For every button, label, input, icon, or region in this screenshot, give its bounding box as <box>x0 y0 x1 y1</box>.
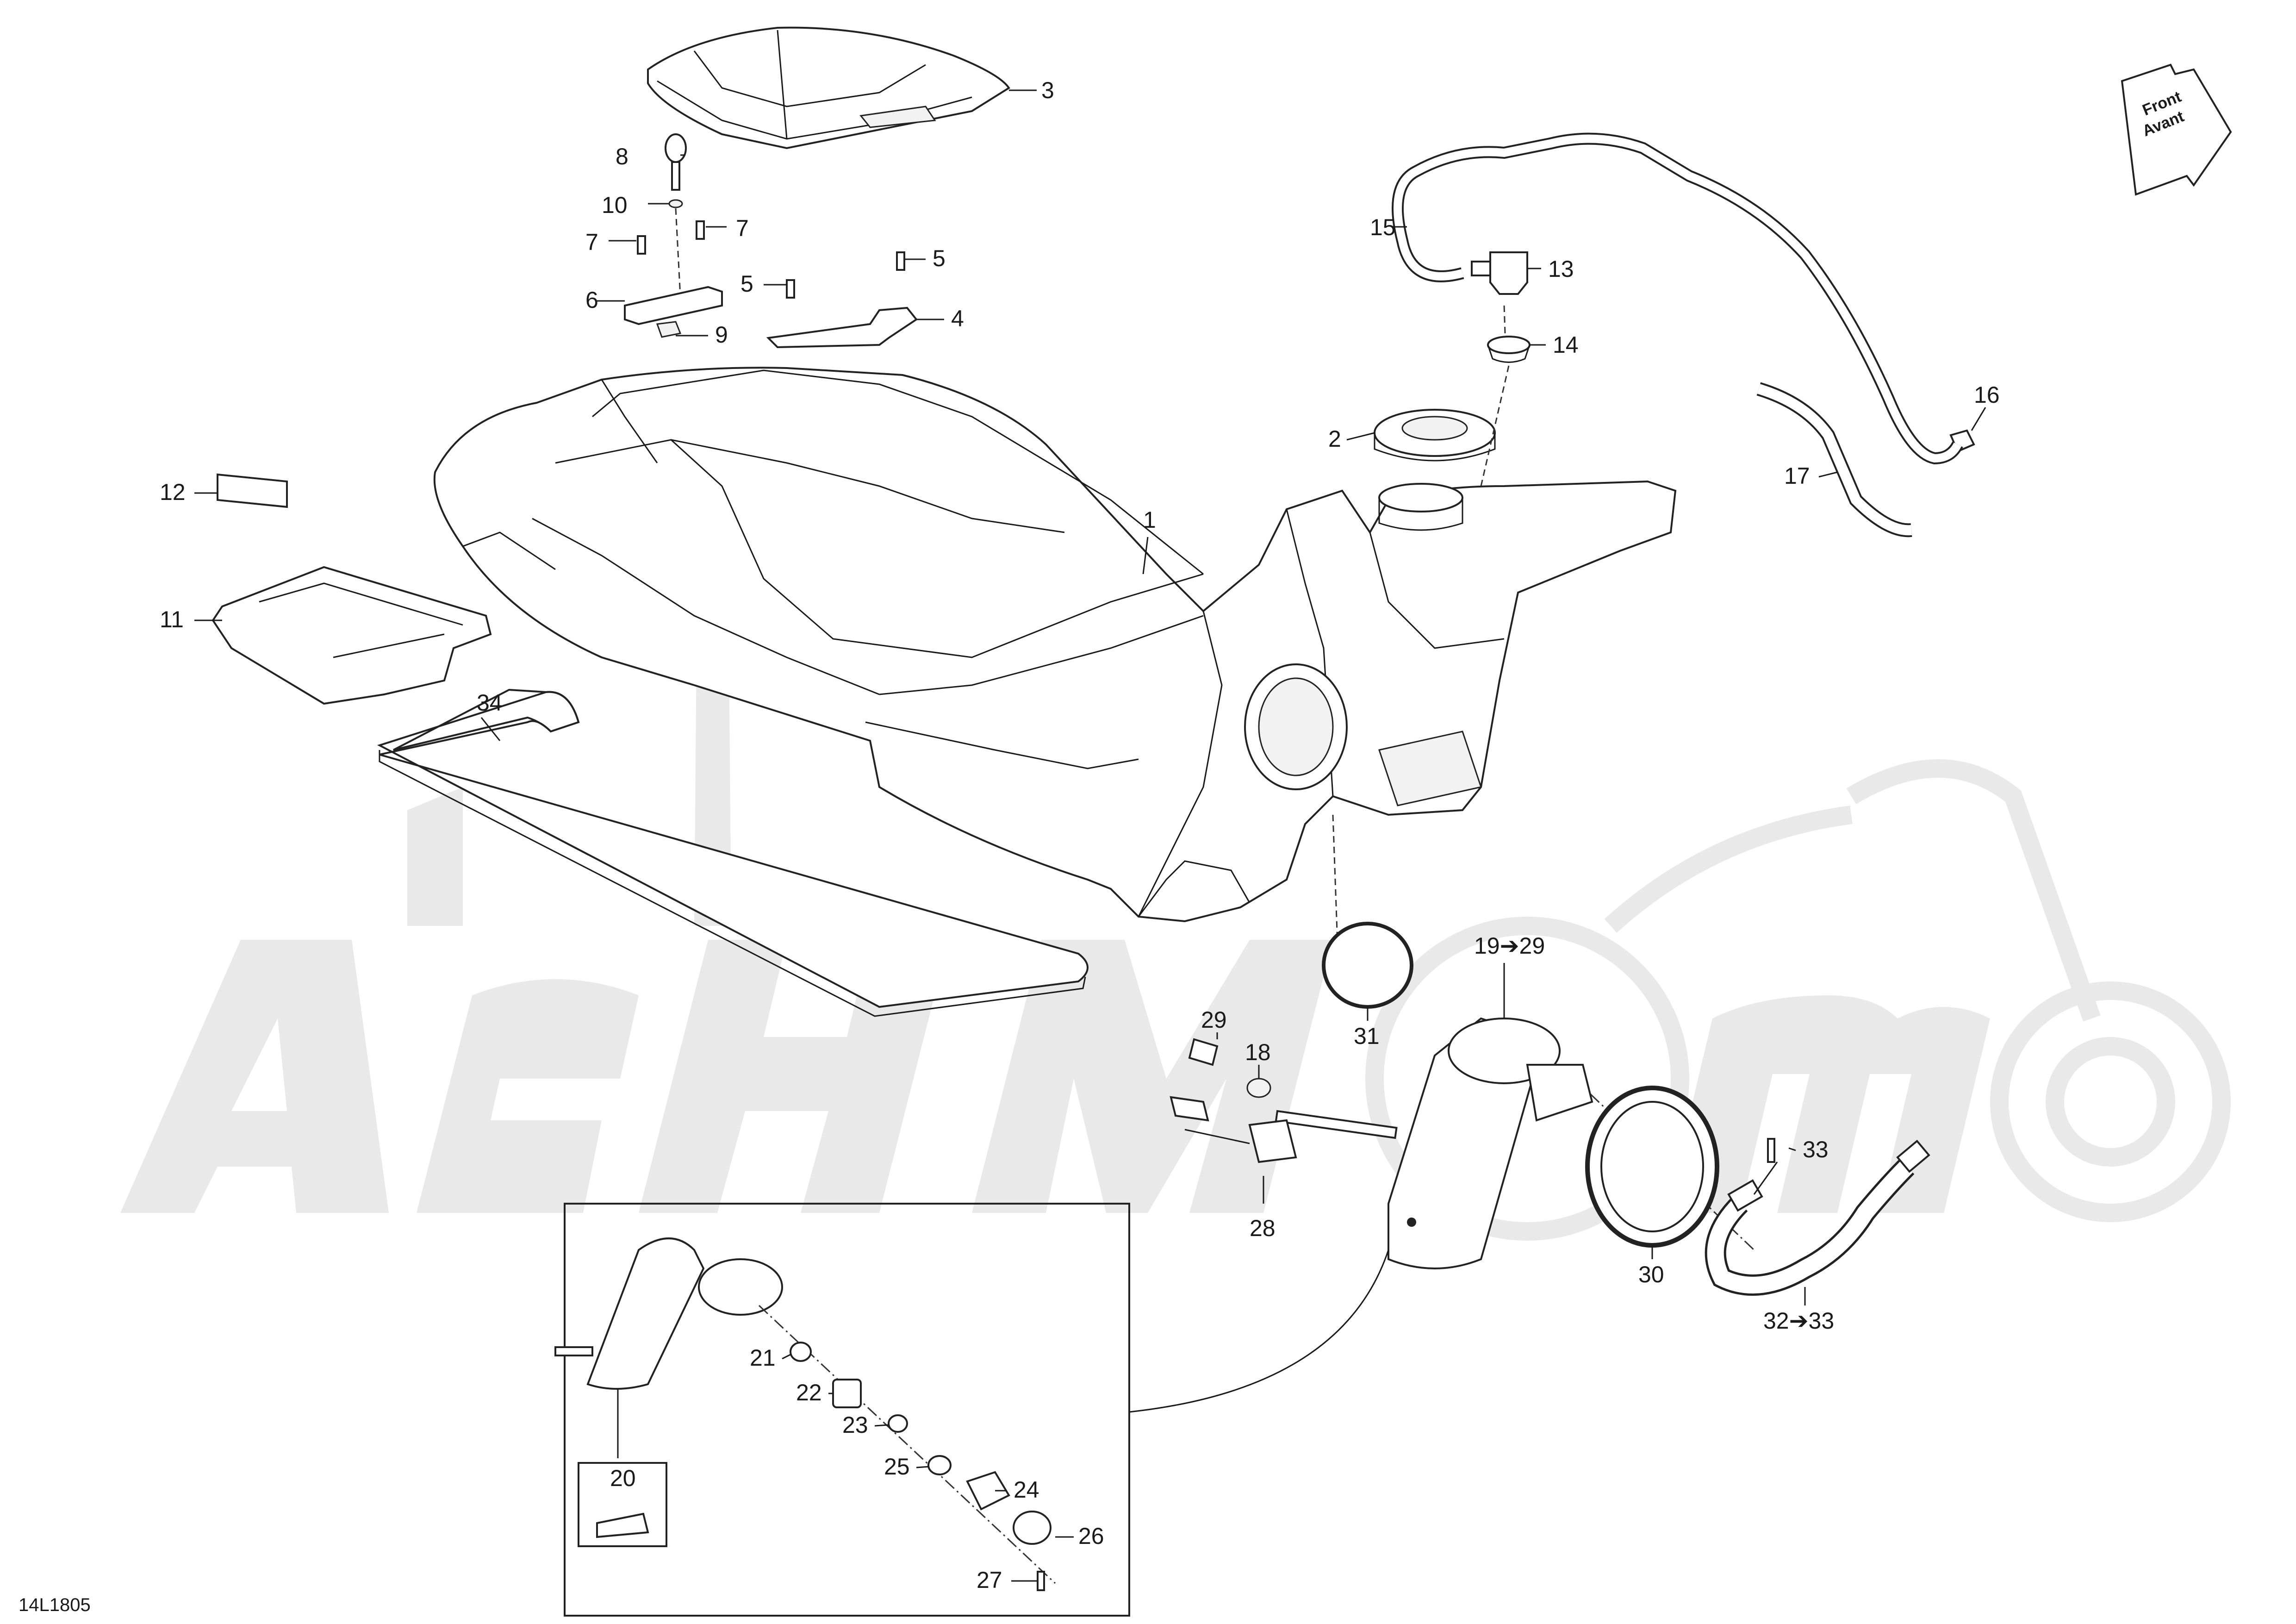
callout-22: 22 <box>796 1380 822 1405</box>
callout-7-right: 7 <box>736 215 749 241</box>
callout-25: 25 <box>884 1454 910 1480</box>
part-34-mat <box>377 688 1089 1017</box>
part-28-sender <box>1248 1119 1297 1163</box>
callout-5-left: 5 <box>740 271 753 297</box>
part-25-o-ring <box>927 1455 952 1475</box>
watermark-letters <box>120 940 1990 1213</box>
fuel-filler-neck <box>1378 483 1463 512</box>
callout-32-33: 32➔33 <box>1763 1308 1834 1334</box>
part-5-screw-a <box>786 279 795 299</box>
callout-29: 29 <box>1201 1007 1227 1033</box>
pump-axis-line <box>1332 814 1338 945</box>
callout-5-right: 5 <box>933 245 946 271</box>
part-1-fuel-tank <box>433 367 1677 923</box>
part-12-pad <box>217 473 288 508</box>
part-7-screw-left <box>637 235 646 255</box>
inset-pump-detail <box>554 1203 1389 1617</box>
part-14-grommet <box>1487 336 1531 354</box>
callout-1: 1 <box>1143 507 1156 533</box>
part-32-fuel-hose <box>1705 1138 1930 1296</box>
part-7-screw-right <box>696 220 705 240</box>
callout-31: 31 <box>1354 1023 1380 1049</box>
callout-2: 2 <box>1328 426 1341 452</box>
part-33-clamp <box>1767 1138 1775 1163</box>
callout-8: 8 <box>616 144 628 169</box>
vent-valve-hardware <box>1471 251 1975 487</box>
seat-latch-hardware <box>624 133 918 349</box>
part-9-clip <box>656 321 682 338</box>
part-29-fitting <box>1188 1038 1219 1066</box>
part-18-washer <box>1246 1078 1271 1098</box>
callout-9: 9 <box>715 322 728 348</box>
callout-6: 6 <box>585 287 598 313</box>
callout-3: 3 <box>1041 77 1054 103</box>
callout-19-29: 19➔29 <box>1474 933 1545 959</box>
watermark <box>120 407 2231 1241</box>
part-23-o-ring <box>888 1414 908 1433</box>
callout-18: 18 <box>1245 1039 1271 1065</box>
callout-26: 26 <box>1078 1523 1104 1549</box>
callout-34: 34 <box>477 690 503 716</box>
callout-17: 17 <box>1784 463 1810 489</box>
part-31-seal-ring <box>1322 922 1413 1009</box>
part-19-fuel-pump-module <box>1275 1017 1593 1269</box>
callouts: 3 8 10 7 7 6 9 5 5 4 12 11 34 1 2 15 13 … <box>160 77 2000 1593</box>
part-3-top-cover <box>647 26 1010 150</box>
part-21-o-ring <box>790 1342 812 1362</box>
diagram-code: 14L1805 <box>19 1595 91 1615</box>
part-30-lock-ring <box>1585 1086 1719 1248</box>
callout-20: 20 <box>610 1465 636 1491</box>
part-2-fuel-cap <box>1374 409 1496 462</box>
callout-12: 12 <box>160 479 186 505</box>
part-6-bracket <box>624 286 723 325</box>
part-24-regulator <box>966 1471 1010 1511</box>
part-27-screw <box>1037 1571 1045 1591</box>
callout-28: 28 <box>1250 1215 1276 1241</box>
part-17-hose <box>1756 382 1912 537</box>
part-8-ring-bolt <box>665 133 687 163</box>
part-10-washer <box>668 199 683 208</box>
part-22-filter <box>832 1379 862 1408</box>
part-13-vent-valve <box>1489 251 1528 295</box>
callout-4: 4 <box>951 306 964 331</box>
leader-lines <box>194 89 1986 1582</box>
watermark-wheel-front <box>1990 981 2231 1222</box>
callout-15: 15 <box>1370 214 1396 240</box>
callout-27: 27 <box>977 1567 1002 1593</box>
callout-16: 16 <box>1974 382 2000 408</box>
callout-33: 33 <box>1803 1137 1829 1162</box>
part-15-hose <box>1392 132 1963 465</box>
part-4-bracket <box>766 306 918 349</box>
callout-24: 24 <box>1014 1477 1039 1503</box>
callout-23: 23 <box>842 1412 868 1438</box>
part-11-tray <box>212 566 492 705</box>
callout-21: 21 <box>750 1345 776 1371</box>
inset-pump-body <box>586 1237 705 1390</box>
front-direction-arrow: Front Avant <box>2121 63 2232 196</box>
part-26-gasket <box>1013 1511 1052 1545</box>
callout-7-left: 7 <box>585 229 598 255</box>
callout-10: 10 <box>602 192 628 218</box>
callout-30: 30 <box>1638 1262 1664 1287</box>
fuel-level-sender <box>1170 1038 1297 1163</box>
callout-14: 14 <box>1553 332 1579 358</box>
part-5-screw-b <box>896 251 905 271</box>
callout-13: 13 <box>1548 256 1574 282</box>
callout-11: 11 <box>160 606 184 632</box>
